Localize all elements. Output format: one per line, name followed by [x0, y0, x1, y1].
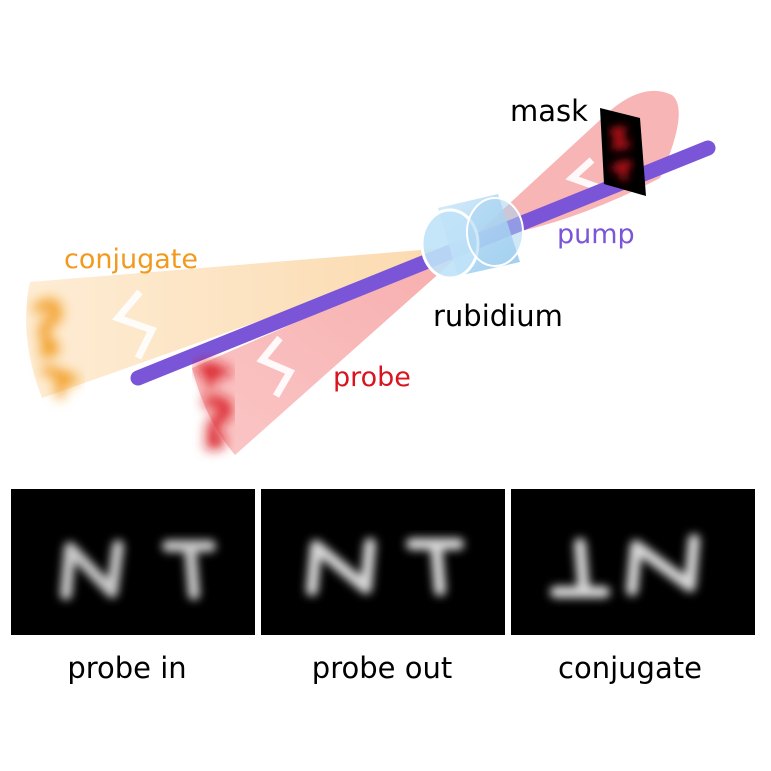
panel-probe-out [261, 489, 505, 635]
panel-probe-in [11, 489, 255, 635]
rubidium-cell [420, 194, 524, 280]
mask-plate [600, 108, 646, 196]
panel-image [261, 489, 505, 635]
probe-output-beam [192, 246, 470, 455]
conjugate-direction-marker [112, 289, 157, 360]
rubidium-label: rubidium [433, 299, 563, 333]
probe-input-direction-marker [565, 157, 602, 192]
cell-back-window [466, 197, 524, 267]
probe-direction-marker [256, 335, 296, 398]
probe-beam-label: probe [333, 362, 411, 393]
pump-label: pump [557, 219, 635, 250]
panel-letters [306, 538, 464, 596]
beam-diagram: mask pump rubidium conjugate probe [26, 90, 716, 455]
mask [600, 108, 646, 196]
panel-image [11, 489, 255, 635]
conjugate-image-output [33, 298, 79, 399]
caption-conjugate: conjugate [558, 651, 702, 685]
conjugate-beam-label: conjugate [64, 244, 198, 275]
panel-letters [60, 540, 216, 600]
caption-probe-out: probe out [312, 651, 452, 685]
panel-letters [550, 534, 700, 598]
image-panels: probe in probe out conjugate [11, 489, 755, 685]
probe-image-output [195, 361, 232, 449]
beam-direction-markers [112, 157, 602, 398]
panel-conjugate [511, 489, 755, 635]
mask-label: mask [510, 94, 588, 128]
mask-letters [609, 125, 633, 181]
caption-probe-in: probe in [67, 651, 186, 685]
